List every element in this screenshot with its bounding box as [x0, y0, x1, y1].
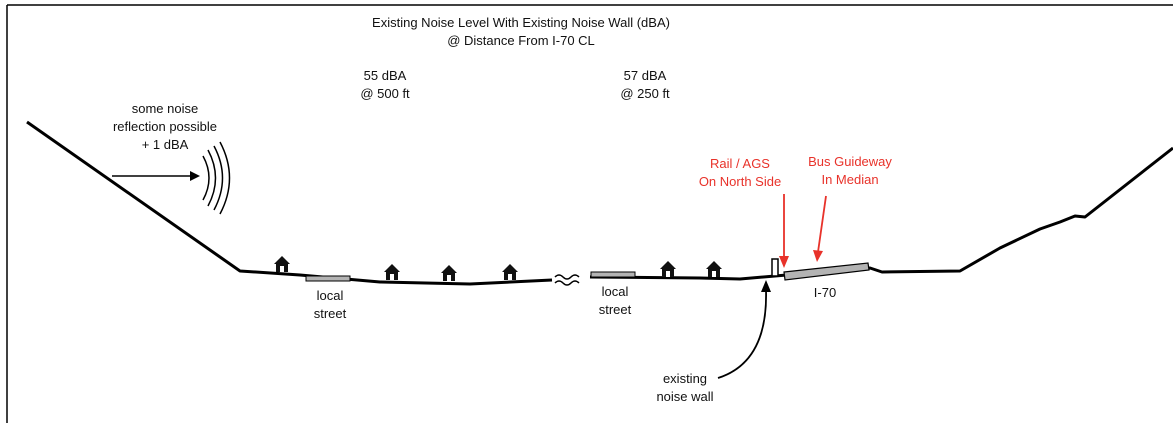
reflection-note-line1: some noise	[131, 101, 199, 116]
local-street-2-label-line2: street	[598, 302, 632, 317]
reflection-arrow-head	[190, 171, 200, 181]
house-icon	[441, 265, 457, 281]
house-icon	[706, 261, 722, 277]
bus-label-line2: In Median	[821, 172, 879, 187]
rail-label-line1: Rail / AGS	[710, 156, 770, 171]
local-street-2-road	[590, 271, 636, 278]
local-street-2-label-line1: local	[601, 284, 629, 299]
reflection-note-line3: + 1 dBA	[141, 137, 189, 152]
sound-wave-icon	[202, 141, 231, 215]
house-icon	[502, 264, 518, 280]
measurement-2-level: 57 dBA	[623, 68, 667, 83]
i70-roadway	[783, 262, 870, 281]
measurement-2-distance: @ 250 ft	[620, 86, 670, 101]
measurement-1-level: 55 dBA	[363, 68, 407, 83]
house-icon	[384, 264, 400, 280]
house-icon	[274, 256, 290, 272]
noise-wall-pointer	[717, 280, 771, 379]
local-street-1-road	[305, 275, 351, 282]
noise-wall-label-line2: noise wall	[656, 389, 714, 404]
water-break-symbol	[554, 274, 580, 286]
noise-wall-label-line1: existing	[662, 371, 708, 386]
highway-label: I-70	[813, 285, 837, 300]
measurement-1-distance: @ 500 ft	[360, 86, 410, 101]
diagram-title-line1: Existing Noise Level With Existing Noise…	[372, 15, 670, 30]
diagram-title-line2: @ Distance From I-70 CL	[447, 33, 595, 48]
bus-arrow	[813, 195, 827, 262]
house-icon	[660, 261, 676, 277]
local-street-1-label-line1: local	[316, 288, 344, 303]
rail-arrow	[779, 194, 789, 268]
reflection-note-line2: reflection possible	[112, 119, 218, 134]
noise-wall	[771, 258, 779, 277]
rail-label-line2: On North Side	[698, 174, 782, 189]
bus-label-line1: Bus Guideway	[808, 154, 892, 169]
local-street-1-label-line2: street	[313, 306, 347, 321]
